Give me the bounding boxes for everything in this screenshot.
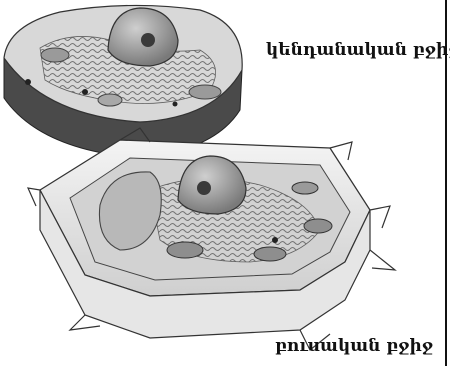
mitochondrion xyxy=(189,85,221,99)
animal-cell-diagram xyxy=(4,5,242,158)
chloroplast xyxy=(254,247,286,261)
wall-corner xyxy=(28,188,40,206)
plant-cell-label: բուսական բջիջ xyxy=(275,336,433,356)
mitochondrion xyxy=(292,182,318,194)
lysosome xyxy=(25,79,31,85)
lysosome xyxy=(82,89,88,95)
chloroplast xyxy=(167,242,203,258)
nucleolus xyxy=(141,33,155,47)
animal-cell-label: կենդանական բջիջ xyxy=(266,40,450,60)
chloroplast xyxy=(304,219,332,233)
lysosome xyxy=(272,237,278,243)
plant-cell-diagram xyxy=(28,128,395,350)
lysosome xyxy=(173,102,178,107)
nucleolus xyxy=(197,181,211,195)
wall-corner xyxy=(370,206,390,228)
mitochondrion xyxy=(98,94,122,106)
wall-corner xyxy=(370,250,395,270)
mitochondrion xyxy=(41,48,69,62)
